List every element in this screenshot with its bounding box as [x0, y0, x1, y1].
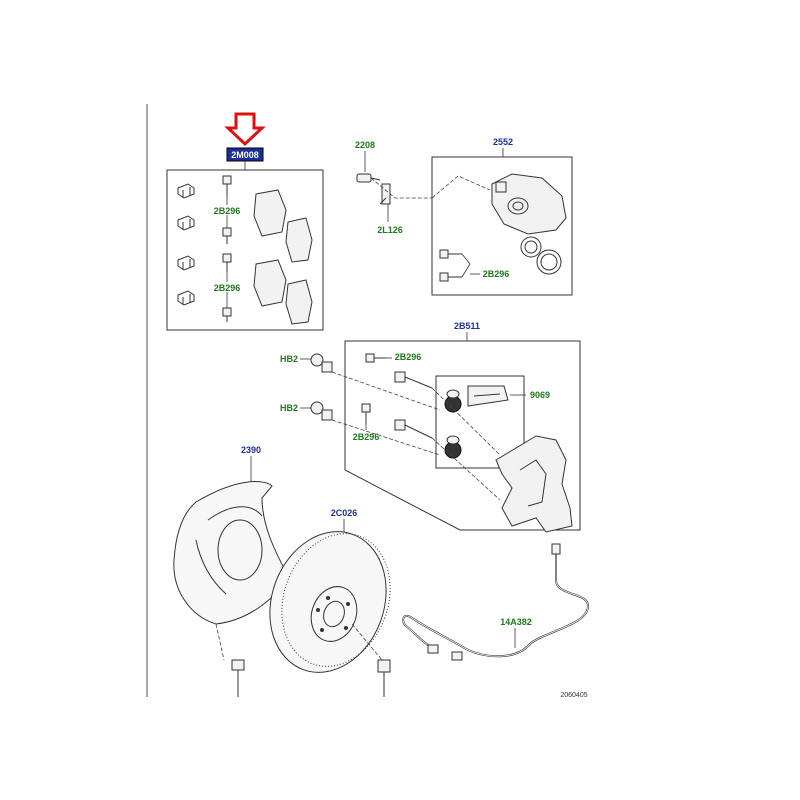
caliper-carrier[interactable] — [495, 435, 573, 533]
diagram-ref-number: 2060405 — [560, 692, 587, 699]
brake-pads[interactable] — [253, 189, 313, 325]
guide-bushings[interactable] — [444, 389, 462, 459]
disc-group-label[interactable]: 2C026 — [331, 508, 358, 518]
pad-kit-frame — [166, 169, 324, 331]
carrier-group-label[interactable]: 2B511 — [454, 321, 480, 331]
guide-pin-b[interactable] — [310, 401, 333, 421]
shield-group-label[interactable]: 2390 — [241, 445, 261, 455]
caliper-group-label[interactable]: 2552 — [493, 137, 513, 147]
highlight-arrow-icon[interactable] — [224, 112, 266, 147]
guide-pin-label-b[interactable]: HB2 — [280, 403, 298, 413]
pad-bolt-label-a[interactable]: 2B296 — [214, 206, 241, 216]
disc-screw[interactable] — [377, 659, 391, 697]
hose-bracket[interactable] — [379, 183, 391, 205]
carrier-bolt-label-a[interactable]: 2B296 — [395, 352, 422, 362]
pad-wear-sensor[interactable] — [402, 543, 590, 661]
pad-clips[interactable] — [177, 183, 195, 306]
brake-caliper[interactable] — [491, 173, 567, 235]
highlight-label[interactable]: 2M008 — [231, 150, 259, 160]
carrier-bolts-upper[interactable] — [365, 353, 433, 389]
sensor-label[interactable]: 14A382 — [500, 617, 532, 627]
brake-disc[interactable] — [251, 515, 408, 689]
guide-pin-label-a[interactable]: HB2 — [280, 354, 298, 364]
pad-bolt-label-b[interactable]: 2B296 — [214, 283, 241, 293]
guide-pin-a[interactable] — [310, 353, 333, 373]
carrier-bolts-lower[interactable] — [361, 403, 433, 439]
carrier-frame — [344, 340, 581, 531]
clip-label[interactable]: 9069 — [530, 390, 550, 400]
anti-rattle-clip[interactable] — [467, 385, 509, 407]
bracket-label[interactable]: 2L126 — [377, 225, 403, 235]
carrier-bolt-label-b[interactable]: 2B296 — [353, 432, 380, 442]
caliper-bolt-label[interactable]: 2B296 — [483, 269, 510, 279]
caliper-seal[interactable] — [520, 236, 542, 258]
bleed-screw[interactable] — [356, 173, 381, 183]
shield-bolt[interactable] — [231, 659, 245, 697]
bleed-screw-label[interactable]: 2208 — [355, 140, 375, 150]
caliper-frame — [431, 156, 573, 296]
caliper-bolts[interactable] — [439, 249, 462, 282]
splash-shield[interactable] — [173, 481, 291, 625]
caliper-piston[interactable] — [536, 249, 562, 275]
bushing-frame — [435, 375, 525, 469]
